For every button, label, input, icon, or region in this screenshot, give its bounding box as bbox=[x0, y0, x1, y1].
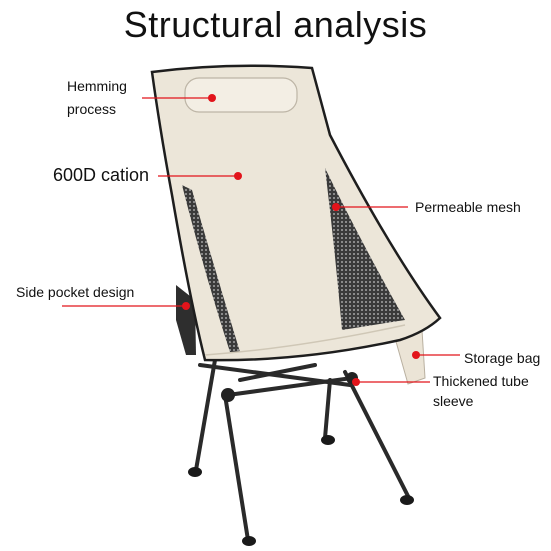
callout-fabric: 600D cation bbox=[53, 165, 150, 185]
callout-hemming-line1: Hemming bbox=[67, 78, 127, 94]
callout-dot-fabric bbox=[234, 172, 242, 180]
callout-dot-hemming bbox=[208, 94, 216, 102]
callout-dot-storage bbox=[412, 351, 420, 359]
callout-dot-tube bbox=[352, 378, 360, 386]
head-pillow bbox=[184, 77, 298, 113]
callout-tube-line1: Thickened tube bbox=[433, 373, 529, 389]
chair-feet bbox=[188, 435, 414, 546]
page-title: Structural analysis bbox=[123, 4, 428, 45]
callout-dot-mesh bbox=[332, 203, 340, 211]
mesh-panel-right bbox=[325, 168, 405, 330]
callout-lines bbox=[62, 97, 460, 383]
callout-side-pocket: Side pocket design bbox=[16, 284, 135, 300]
callout-hemming-line2: process bbox=[67, 101, 117, 117]
callout-mesh: Permeable mesh bbox=[415, 199, 521, 215]
mesh-panel-left bbox=[182, 185, 240, 352]
callout-dot-pocket bbox=[182, 302, 190, 310]
chair-frame bbox=[194, 358, 412, 542]
callout-dots bbox=[182, 94, 420, 386]
callout-storage-bag: Storage bag bbox=[464, 350, 541, 366]
callout-tube-line2: sleeve bbox=[433, 393, 474, 409]
